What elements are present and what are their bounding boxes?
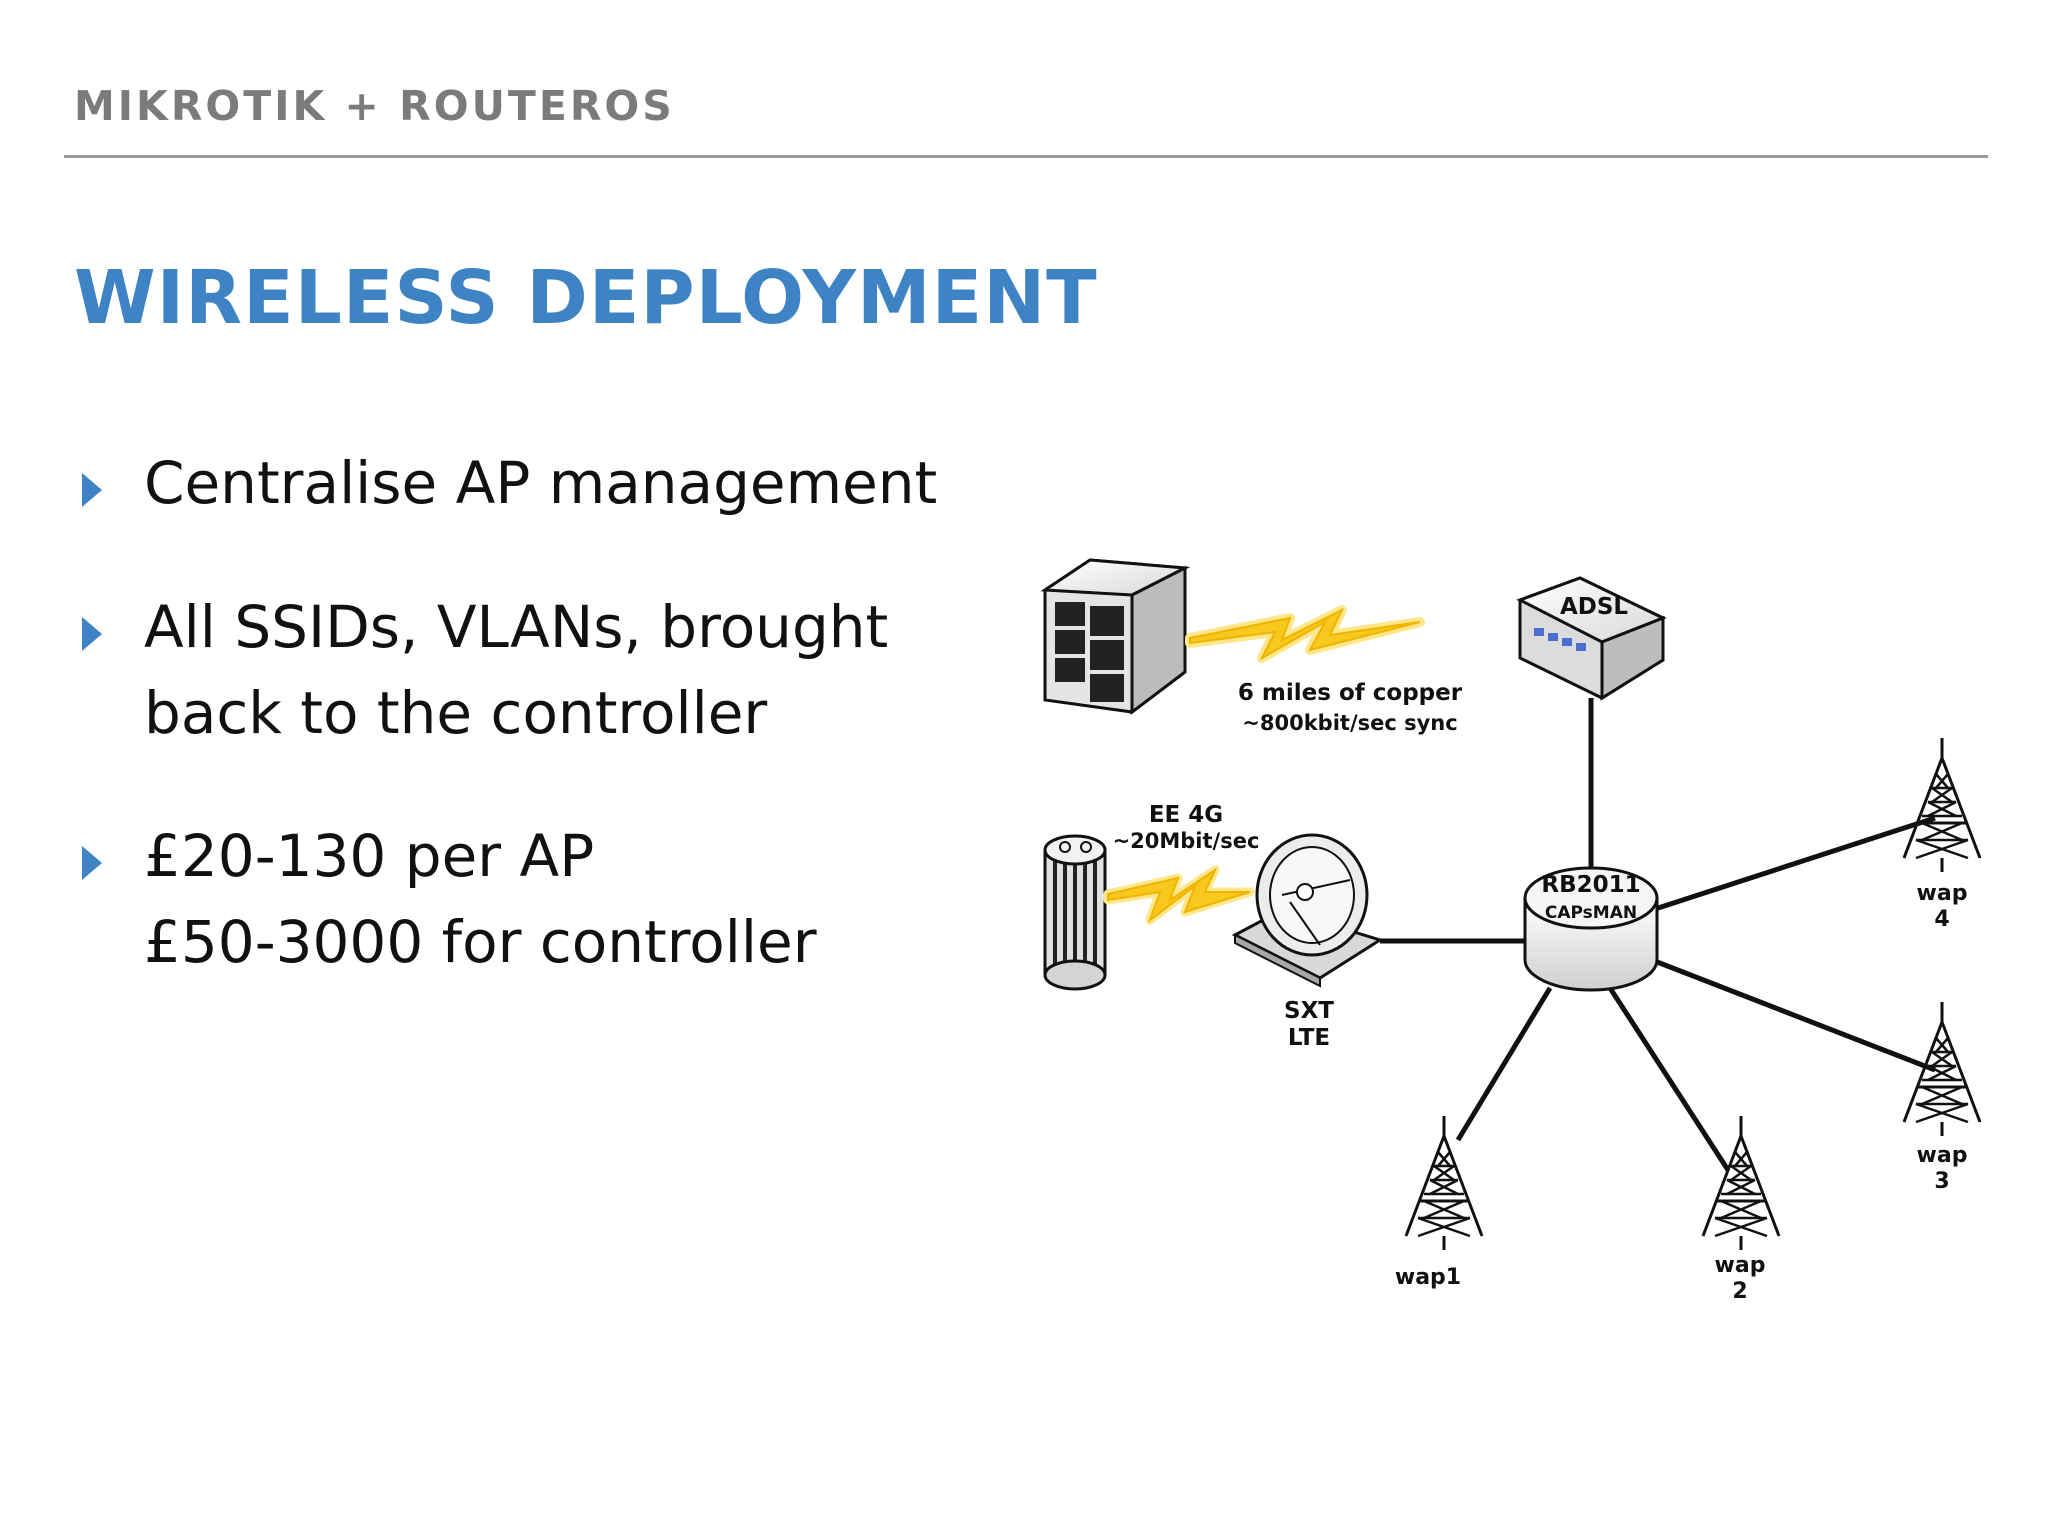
wap2-tower-icon [1701,1114,1781,1252]
server-icon [1040,558,1191,716]
adsl-label: ADSL [1560,594,1628,620]
lte-link-bolt-icon [1103,865,1255,925]
wap4-label-2: 4 [1934,907,1949,932]
bullet-line: £50-3000 for controller [144,908,817,976]
wap3-tower-icon [1902,1000,1982,1138]
bullet-text: All SSIDs, VLANs, brought back to the co… [144,584,888,756]
adsl-modem-icon [1516,576,1667,701]
bullet-arrow-icon [82,846,102,880]
bullet-text: £20-130 per AP £50-3000 for controller [144,813,817,985]
wap1-label: wap1 [1395,1265,1461,1290]
controller-router-icon [1523,866,1659,992]
bullet-text: Centralise AP management [144,440,937,526]
controller-label-1: RB2011 [1541,872,1640,898]
wap3-label-1: wap [1917,1143,1968,1168]
wap3-label-2: 3 [1934,1169,1949,1194]
copper-link-label-1: 6 miles of copper [1238,680,1463,706]
slide-title: WIRELESS DEPLOYMENT [74,255,1098,341]
sxt-label-2: LTE [1288,1025,1330,1051]
wap4-tower-icon [1902,736,1982,874]
network-links [1380,698,1936,1172]
bullet-line: back to the controller [144,679,768,747]
bullet-line: Centralise AP management [144,449,938,517]
lte-link-label-1: EE 4G [1149,802,1223,828]
header-divider [64,155,1988,158]
slide-header: MIKROTIK + ROUTEROS [74,82,675,130]
bullet-line: £20-130 per AP [144,822,595,890]
wap1-tower-icon [1404,1114,1484,1252]
copper-link-bolt-icon [1185,605,1425,663]
lte-cell-cylinder-icon [1043,834,1107,991]
bullet-arrow-icon [82,617,102,651]
sxt-dish-icon [1231,833,1384,988]
controller-label-2: CAPsMAN [1545,903,1637,923]
network-diagram: 6 miles of copper ~800kbit/sec sync ADSL… [1040,558,1982,1304]
wap2-label-2: 2 [1732,1279,1747,1304]
wap2-label-1: wap [1715,1253,1766,1278]
bullet-line: All SSIDs, VLANs, brought [144,593,889,661]
bullet-arrow-icon [82,473,102,507]
copper-link-label-2: ~800kbit/sec sync [1242,711,1457,735]
sxt-label-1: SXT [1284,998,1334,1024]
wap4-label-1: wap [1917,881,1968,906]
lte-link-label-2: ~20Mbit/sec [1113,829,1260,853]
